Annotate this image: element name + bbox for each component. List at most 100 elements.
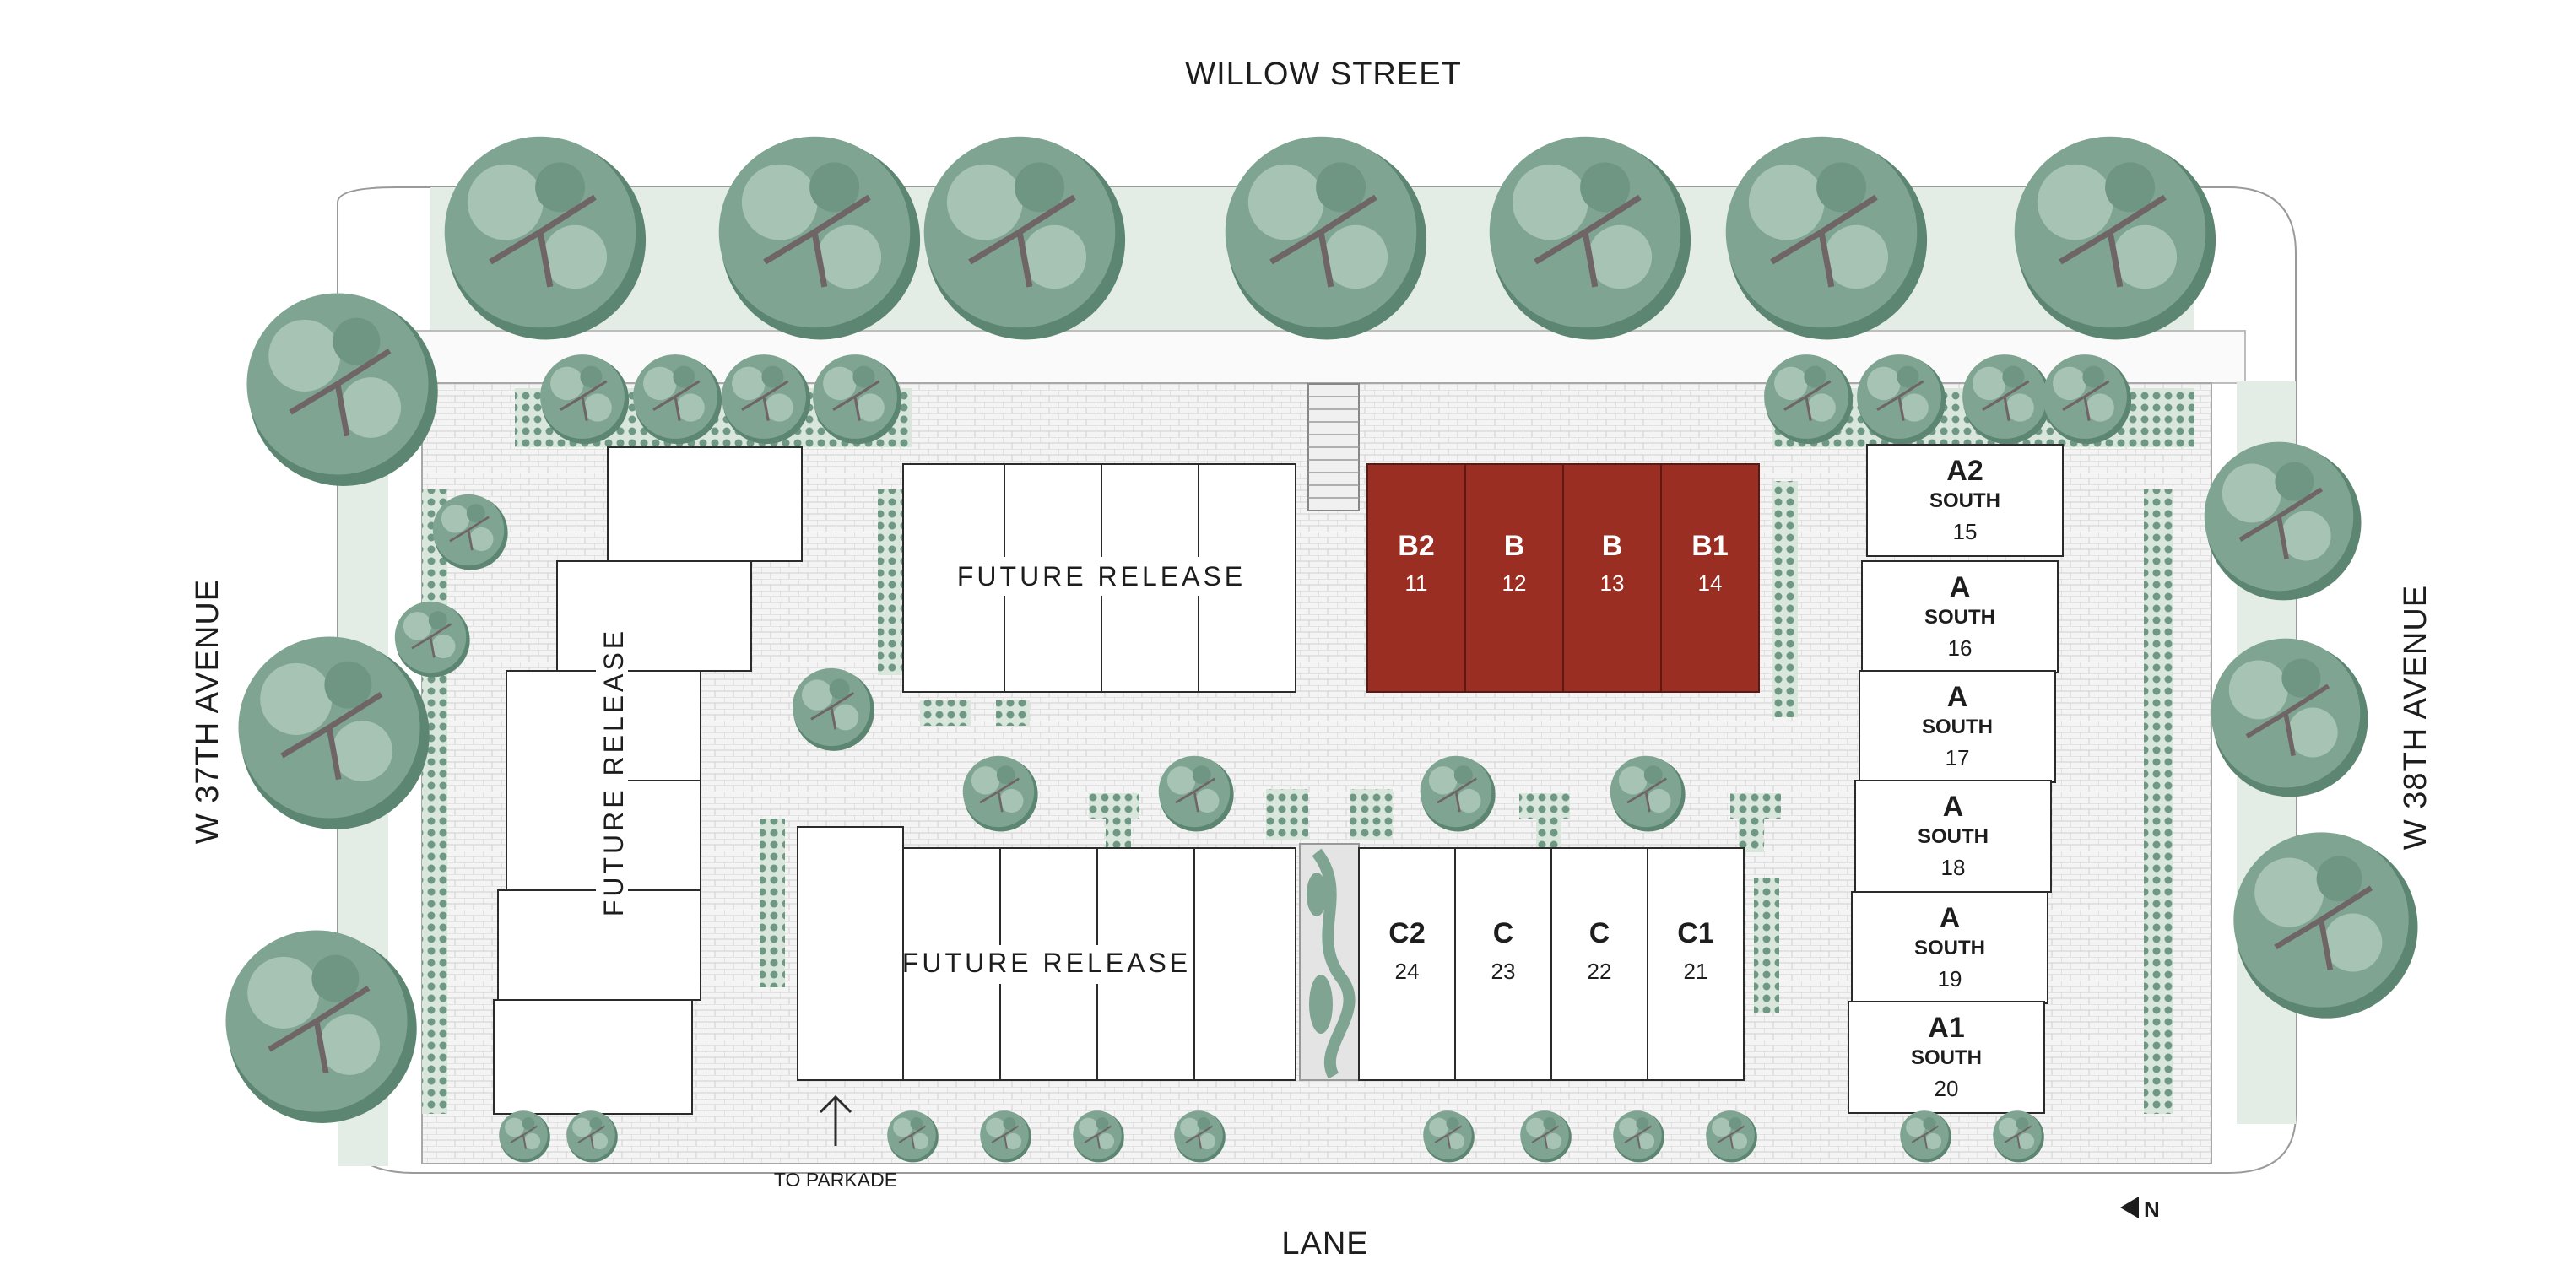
tree-icon <box>540 354 630 445</box>
unit-number: 13 <box>1600 570 1625 596</box>
unit-a-17[interactable]: A SOUTH 17 <box>1859 670 2056 783</box>
tree-icon <box>1764 354 1854 445</box>
unit-orientation: SOUTH <box>1924 606 1995 629</box>
unit-code: A2 <box>1946 455 1983 487</box>
tree-icon <box>1174 1110 1226 1163</box>
unit-number: 21 <box>1684 959 1708 984</box>
tree-icon <box>1073 1110 1124 1163</box>
unit-code: A1 <box>1928 1012 1964 1044</box>
parkade-arrow-icon <box>819 1094 852 1146</box>
tree-icon <box>2014 136 2216 340</box>
unit-b-13[interactable]: B 13 <box>1562 463 1662 693</box>
unit-code: B <box>1504 530 1525 562</box>
north-arrow-icon <box>2120 1197 2139 1218</box>
to-parkade-label: TO PARKADE <box>774 1169 897 1191</box>
unit-code: A <box>1940 902 1961 934</box>
unit-b-12[interactable]: B 12 <box>1464 463 1564 693</box>
unit-number: 14 <box>1698 570 1723 596</box>
unit-number: 24 <box>1395 959 1420 984</box>
future-release-south <box>797 826 1296 1081</box>
tree-icon <box>1489 136 1691 340</box>
street-south: LANE <box>1281 1226 1368 1262</box>
tree-icon <box>1158 755 1234 832</box>
unit-number: 19 <box>1938 966 1962 992</box>
unit-code: B1 <box>1691 530 1728 562</box>
future-release-label-north: FUTURE RELEASE <box>957 561 1246 592</box>
tree-icon <box>1610 755 1686 832</box>
unit-code: C <box>1493 917 1514 949</box>
unit-code: C <box>1589 917 1610 949</box>
unit-orientation: SOUTH <box>1914 937 1985 959</box>
tree-icon <box>2233 832 2418 1019</box>
unit-code: B2 <box>1398 530 1434 562</box>
unit-code: A <box>1947 681 1968 713</box>
unit-a-19[interactable]: A SOUTH 19 <box>1851 891 2048 1004</box>
unit-number: 23 <box>1491 959 1516 984</box>
tree-icon <box>1706 1110 1757 1163</box>
future-release-north <box>902 463 1296 693</box>
unit-number: 18 <box>1941 855 1966 880</box>
tree-icon <box>980 1110 1031 1163</box>
unit-c-23[interactable]: C 23 <box>1454 847 1552 1081</box>
tree-icon <box>238 636 430 829</box>
tree-icon <box>1225 136 1427 340</box>
a-unit-column: A2SOUTH15ASOUTH16ASOUTH17ASOUTH18ASOUTH1… <box>1848 444 2064 1114</box>
tree-icon <box>246 293 438 486</box>
tree-icon <box>633 354 722 445</box>
unit-number: 22 <box>1588 959 1612 984</box>
tree-icon <box>1962 354 2052 445</box>
garden-walk <box>1299 843 1360 1081</box>
unit-number: 11 <box>1405 570 1428 596</box>
unit-code: C2 <box>1388 917 1425 949</box>
tree-icon <box>499 1110 550 1163</box>
tree-icon <box>394 601 470 678</box>
future-release-label-west: FUTURE RELEASE <box>598 628 629 916</box>
tree-icon <box>432 494 508 570</box>
tree-icon <box>444 136 647 340</box>
tree-icon <box>923 136 1126 340</box>
tree-icon <box>2043 354 2132 445</box>
tree-icon <box>1900 1110 1951 1163</box>
unit-orientation: SOUTH <box>1929 489 2000 512</box>
street-west: W 37TH AVENUE <box>190 579 225 844</box>
tree-icon <box>887 1110 939 1163</box>
unit-c-22[interactable]: C 22 <box>1550 847 1648 1081</box>
unit-number: 16 <box>1948 635 1973 661</box>
north-label: N <box>2144 1197 2160 1222</box>
tree-icon <box>1857 354 1946 445</box>
unit-number: 12 <box>1502 570 1527 596</box>
unit-code: B <box>1602 530 1623 562</box>
tree-icon <box>718 136 921 340</box>
tree-icon <box>2211 638 2368 797</box>
tree-icon <box>1725 136 1928 340</box>
unit-number: 17 <box>1946 745 1970 770</box>
tree-icon <box>1520 1110 1572 1163</box>
tree-icon <box>813 354 902 445</box>
unit-number: 20 <box>1935 1076 1959 1101</box>
street-east: W 38TH AVENUE <box>2398 585 2433 850</box>
tree-icon <box>2204 441 2362 601</box>
tree-icon <box>722 354 811 445</box>
unit-orientation: SOUTH <box>1918 825 1989 848</box>
tree-icon <box>1993 1110 2044 1163</box>
tree-icon <box>1613 1110 1664 1163</box>
tree-icon <box>225 930 417 1123</box>
unit-orientation: SOUTH <box>1922 716 1993 738</box>
unit-orientation: SOUTH <box>1911 1046 1982 1069</box>
tree-icon <box>792 667 874 751</box>
tree-icon <box>1423 1110 1475 1163</box>
tree-icon <box>566 1110 618 1163</box>
unit-code: C1 <box>1677 917 1713 949</box>
north-stairs <box>1307 383 1360 511</box>
